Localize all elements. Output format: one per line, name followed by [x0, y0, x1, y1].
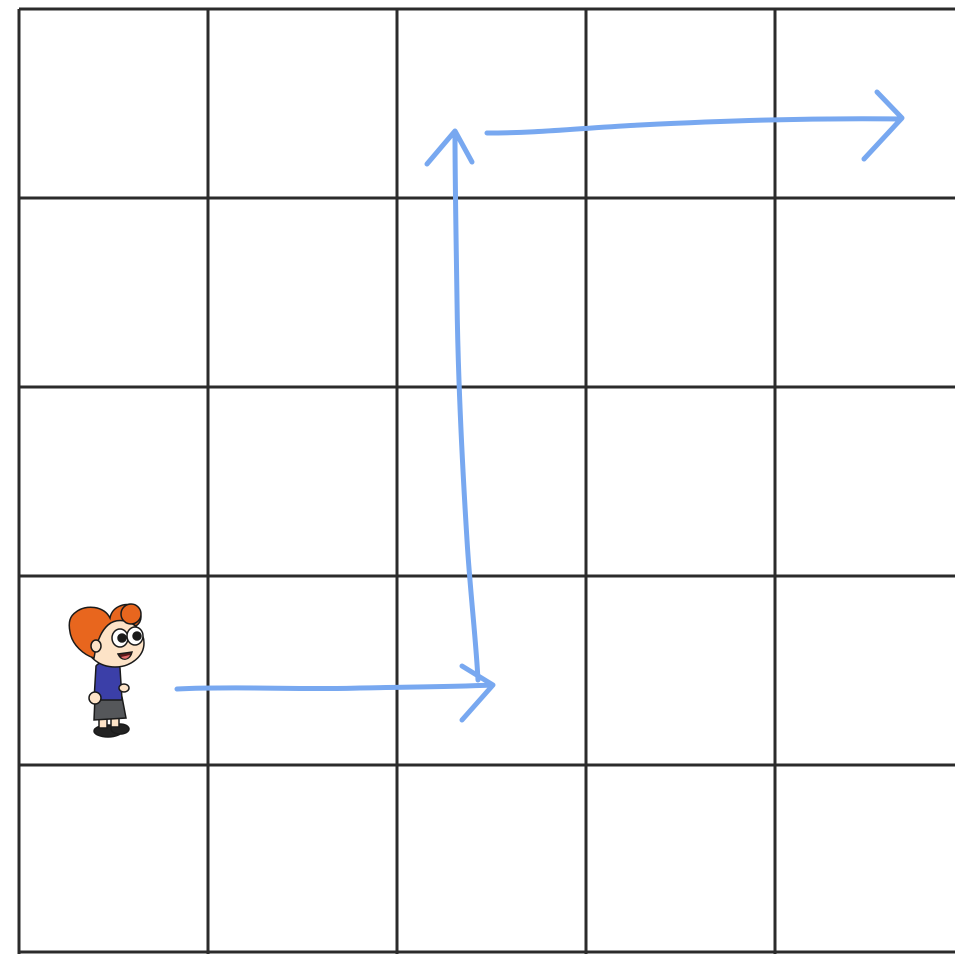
pupil	[118, 634, 126, 642]
arrowhead-up	[427, 131, 472, 164]
arrow-up	[455, 134, 478, 680]
ear	[91, 640, 101, 652]
arrow-right-2	[487, 119, 900, 133]
arrow-right-1	[177, 685, 492, 689]
hair-bun	[121, 604, 141, 624]
hand	[119, 684, 129, 692]
grid	[19, 9, 955, 954]
girl-character-icon	[69, 604, 144, 737]
arrowhead-right-2	[864, 92, 902, 159]
pupil	[133, 632, 141, 640]
hand	[89, 692, 101, 704]
path-arrows	[177, 92, 902, 720]
